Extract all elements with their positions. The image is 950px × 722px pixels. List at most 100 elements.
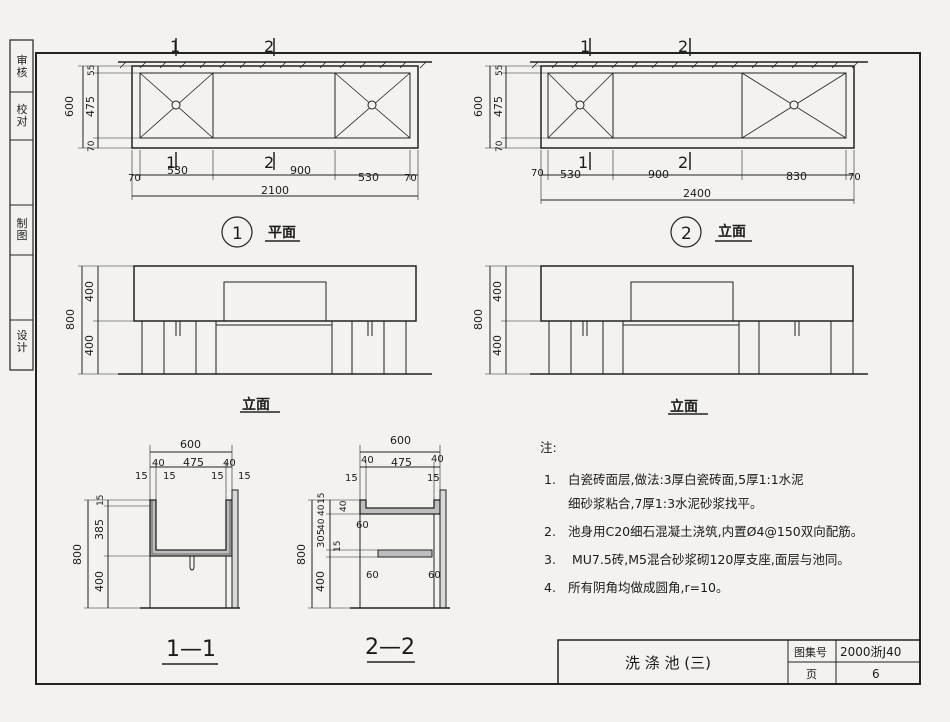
dim-label: 400 bbox=[83, 281, 96, 302]
dim-label: 800 bbox=[71, 544, 84, 565]
atlas-number: 2000浙J40 bbox=[840, 645, 901, 659]
sheet-border bbox=[35, 52, 921, 685]
page-number: 6 bbox=[872, 667, 880, 681]
plan-view-1 bbox=[78, 38, 432, 248]
dim-label: 15 bbox=[427, 473, 440, 484]
dim-label: 60 bbox=[366, 570, 379, 581]
dim-label: 600 bbox=[180, 438, 201, 451]
dim-label: 40 bbox=[223, 458, 236, 469]
section-mark: 2 bbox=[678, 37, 688, 56]
dim-label: 900 bbox=[290, 164, 311, 177]
dim-label: 40 bbox=[361, 455, 374, 466]
dim-label: 15 bbox=[163, 471, 176, 482]
dim-label: 600 bbox=[63, 96, 76, 117]
section-mark: 2 bbox=[678, 153, 688, 172]
dim-label: 305 bbox=[316, 529, 327, 548]
note-text: MU7.5砖,M5混合砂浆砌120厚支座,面层与池同。 bbox=[568, 552, 850, 567]
dim-label: 60 bbox=[428, 570, 441, 581]
dim-label: 15 bbox=[317, 493, 327, 504]
note-number: 3. bbox=[544, 552, 556, 567]
dim-label: 15 bbox=[333, 541, 343, 552]
section-mark: 2 bbox=[264, 153, 274, 172]
dim-label: 400 bbox=[83, 335, 96, 356]
note-item: 2. 池身用C20细石混凝土浇筑,内置Ø4@150双向配筋。 bbox=[544, 524, 864, 539]
dim-label: 70 bbox=[848, 172, 861, 183]
note-text: 白瓷砖面层,做法:3厚白瓷砖面,5厚1:1水泥 bbox=[568, 472, 804, 487]
view-caption: 立面 bbox=[670, 398, 698, 415]
section-1-1 bbox=[84, 445, 240, 665]
elevation-view-2 bbox=[485, 265, 868, 415]
side-label-design: 设计 bbox=[16, 329, 28, 354]
total-dim: 2400 bbox=[683, 187, 711, 200]
title-block-text: 洗 涤 池 (三) 图集号 2000浙J40 页 6 bbox=[625, 645, 901, 681]
dim-label: 400 bbox=[491, 281, 504, 302]
dim-label: 70 bbox=[128, 173, 141, 184]
dim-label: 70 bbox=[531, 168, 544, 179]
note-number: 1. bbox=[544, 472, 556, 487]
side-label-check: 校对 bbox=[16, 103, 28, 128]
dim-label: 530 bbox=[358, 171, 379, 184]
plan-1-labels: 1 2 1 2 600 55 475 70 70 530 900 530 70 … bbox=[63, 37, 417, 244]
dim-label: 600 bbox=[472, 96, 485, 117]
note-number: 4. bbox=[544, 580, 556, 595]
section-mark: 2 bbox=[264, 37, 274, 56]
view-caption: 平面 bbox=[268, 225, 296, 241]
dim-label: 70 bbox=[495, 140, 505, 152]
section-mark: 1 bbox=[166, 153, 176, 172]
caption-number: 2 bbox=[681, 224, 692, 244]
dim-label: 475 bbox=[492, 96, 505, 117]
dim-label: 60 bbox=[356, 520, 369, 531]
section-mark: 1 bbox=[170, 37, 180, 56]
dim-label: 600 bbox=[390, 434, 411, 447]
note-number: 2. bbox=[544, 524, 556, 539]
side-label-drafting: 制图 bbox=[16, 217, 28, 242]
elevation-2-labels: 800 400 400 立面 bbox=[472, 281, 698, 415]
plan-2-labels: 1 2 1 2 600 55 475 70 70 530 900 830 70 … bbox=[472, 37, 861, 244]
note-item: 3. MU7.5砖,M5混合砂浆砌120厚支座,面层与池同。 bbox=[544, 552, 850, 567]
dim-label: 800 bbox=[64, 309, 77, 330]
elevation-1-labels: 800 400 400 立面 bbox=[64, 281, 270, 413]
title-block bbox=[557, 639, 921, 685]
note-text: 所有阴角均做成圆角,r=10。 bbox=[568, 580, 729, 595]
dim-label: 15 bbox=[345, 473, 358, 484]
dim-label: 475 bbox=[84, 96, 97, 117]
total-dim: 2100 bbox=[261, 184, 289, 197]
caption-number: 1 bbox=[232, 224, 243, 244]
side-label-review: 审核 bbox=[16, 54, 28, 79]
section-mark: 1 bbox=[578, 153, 588, 172]
note-item: 4. 所有阴角均做成圆角,r=10。 bbox=[544, 580, 729, 595]
dim-label: 800 bbox=[295, 544, 308, 565]
dim-label: 40 bbox=[152, 458, 165, 469]
dim-label: 800 bbox=[472, 309, 485, 330]
dim-label: 400 bbox=[314, 571, 327, 592]
section-caption: 1—1 bbox=[166, 637, 216, 662]
dim-label: 70 bbox=[87, 140, 97, 152]
notes-title: 注: bbox=[540, 440, 557, 455]
atlas-label: 图集号 bbox=[794, 645, 827, 659]
section-2-labels: 600 40 475 40 15 15 800 15 40 40 305 15 … bbox=[295, 434, 444, 660]
dim-label: 40 bbox=[317, 504, 327, 516]
dim-label: 40 bbox=[317, 518, 327, 530]
dim-label: 830 bbox=[786, 170, 807, 183]
section-caption: 2—2 bbox=[365, 635, 415, 660]
section-mark: 1 bbox=[580, 37, 590, 56]
dim-label: 530 bbox=[560, 168, 581, 181]
dim-label: 475 bbox=[391, 456, 412, 469]
dim-label: 15 bbox=[135, 471, 148, 482]
note-item: 1. 白瓷砖面层,做法:3厚白瓷砖面,5厚1:1水泥 bbox=[544, 472, 804, 487]
dim-label: 70 bbox=[404, 173, 417, 184]
note-text: 细砂浆粘合,7厚1:3水泥砂浆找平。 bbox=[568, 496, 763, 511]
note-text: 池身用C20细石混凝土浇筑,内置Ø4@150双向配筋。 bbox=[568, 524, 864, 539]
section-2-2 bbox=[308, 445, 450, 663]
dim-label: 475 bbox=[183, 456, 204, 469]
plan-view-2 bbox=[485, 38, 868, 248]
dim-label: 15 bbox=[211, 471, 224, 482]
drawing-title: 洗 涤 池 (三) bbox=[625, 654, 711, 672]
note-item: 细砂浆粘合,7厚1:3水泥砂浆找平。 bbox=[544, 496, 763, 511]
dim-label: 15 bbox=[238, 471, 251, 482]
elevation-view-1 bbox=[78, 265, 432, 413]
dim-label: 55 bbox=[495, 65, 505, 76]
dim-label: 15 bbox=[96, 495, 106, 506]
dim-label: 530 bbox=[167, 164, 188, 177]
